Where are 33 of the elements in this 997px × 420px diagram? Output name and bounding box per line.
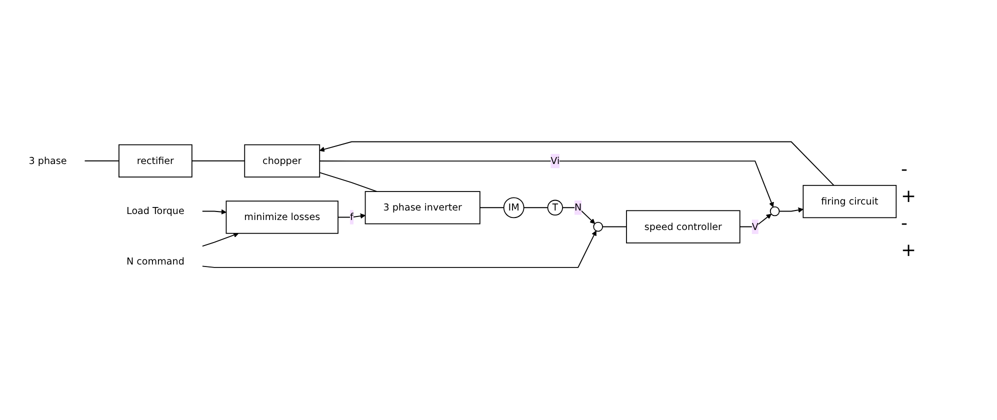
node-box: [802, 185, 897, 218]
arrow: [778, 208, 804, 213]
node-circle: [503, 198, 524, 218]
node-text: Load Torque: [126, 206, 184, 217]
node-box: [118, 144, 192, 178]
node-text: 3 phase: [28, 155, 67, 167]
arrow: [319, 142, 834, 186]
sign-label: +: [901, 240, 918, 261]
connector: [84, 160, 120, 162]
arrow: [202, 210, 226, 215]
node-text: N command: [126, 256, 184, 268]
edge-label: V: [752, 221, 758, 232]
arrow: [202, 232, 239, 247]
block-diagram: Vi V f N 3 phase rectifier chopper 3 phase inverter IM T firing circuit minimize losses Load Torque speed controller N command: [6, 137, 901, 283]
sign-label: -: [901, 213, 908, 234]
sign-label: -: [901, 159, 908, 180]
node-circle: [547, 200, 563, 216]
edge-label: Vi: [550, 155, 560, 167]
sign-label: +: [901, 186, 918, 207]
node-box: [364, 191, 480, 225]
node-box: [226, 200, 338, 234]
arrow: [319, 160, 774, 208]
arrow: [338, 214, 366, 219]
connector: [602, 226, 627, 228]
edge-label: N: [574, 202, 582, 214]
edge-label: f: [350, 212, 354, 223]
node-box: [244, 144, 320, 178]
node-circle: [593, 222, 604, 232]
connector: [319, 172, 378, 192]
connector: [191, 160, 246, 162]
node-box: [626, 210, 740, 244]
arrow: [202, 230, 596, 268]
node-circle: [770, 206, 780, 216]
